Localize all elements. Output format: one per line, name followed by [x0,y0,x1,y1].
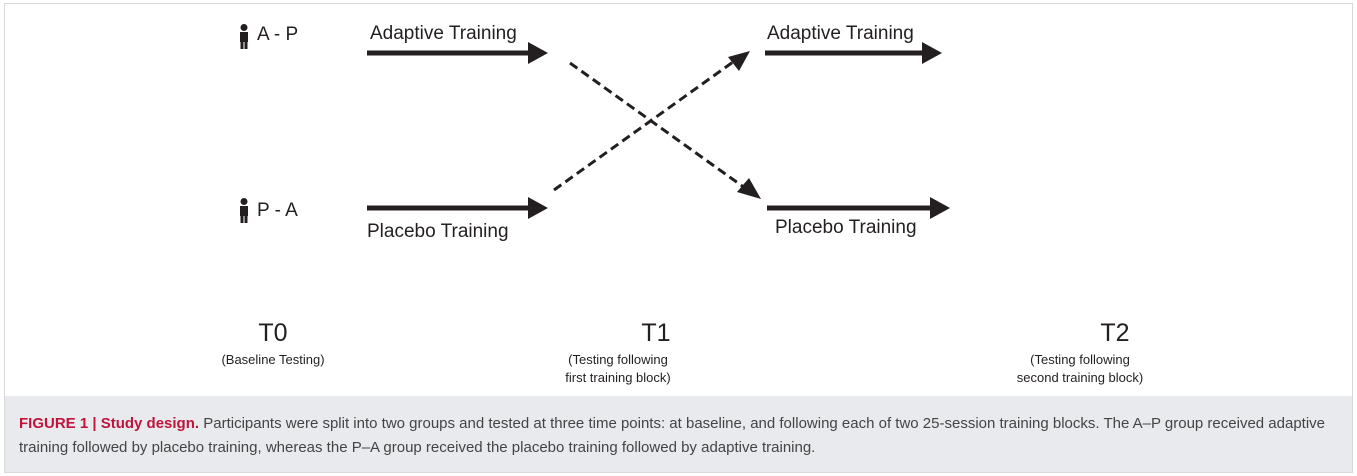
person-icon [240,198,248,223]
training-label-adaptive-2: Adaptive Training [767,23,914,44]
caption-title: FIGURE 1 | Study design. [19,415,200,432]
arrow-adaptive-block1 [367,42,548,64]
training-label-adaptive-1: Adaptive Training [370,23,517,44]
study-design-diagram [240,24,950,223]
dashed-arrow-up [553,51,750,192]
timepoint-t1-label: T1 [641,319,671,347]
caption-area [5,396,1352,472]
timepoint-t1-description: (Testing following first training block) [565,352,671,385]
training-label-placebo-1: Placebo Training [367,221,509,242]
group-label-ap: A - P [257,24,299,45]
timepoint-t2-description: (Testing following second training block… [1016,352,1144,385]
timepoint-t0-label: T0 [258,319,288,347]
timepoint-t2-label: T2 [1100,319,1130,347]
person-icon [240,24,248,49]
dashed-arrow-down [569,61,761,199]
diagram-area [5,4,1352,400]
group-label-pa: P - A [257,200,298,221]
training-label-placebo-2: Placebo Training [775,217,917,238]
figure-frame [4,3,1353,473]
arrow-placebo-block1 [367,197,548,219]
caption-text: Participants were split into two groups … [19,415,1326,456]
arrow-adaptive-block2 [765,42,942,64]
figure-caption: FIGURE 1 | Study design. Participants we… [19,412,1339,460]
arrow-placebo-block2 [767,197,950,219]
timepoint-t0-description: (Baseline Testing) [221,352,325,367]
